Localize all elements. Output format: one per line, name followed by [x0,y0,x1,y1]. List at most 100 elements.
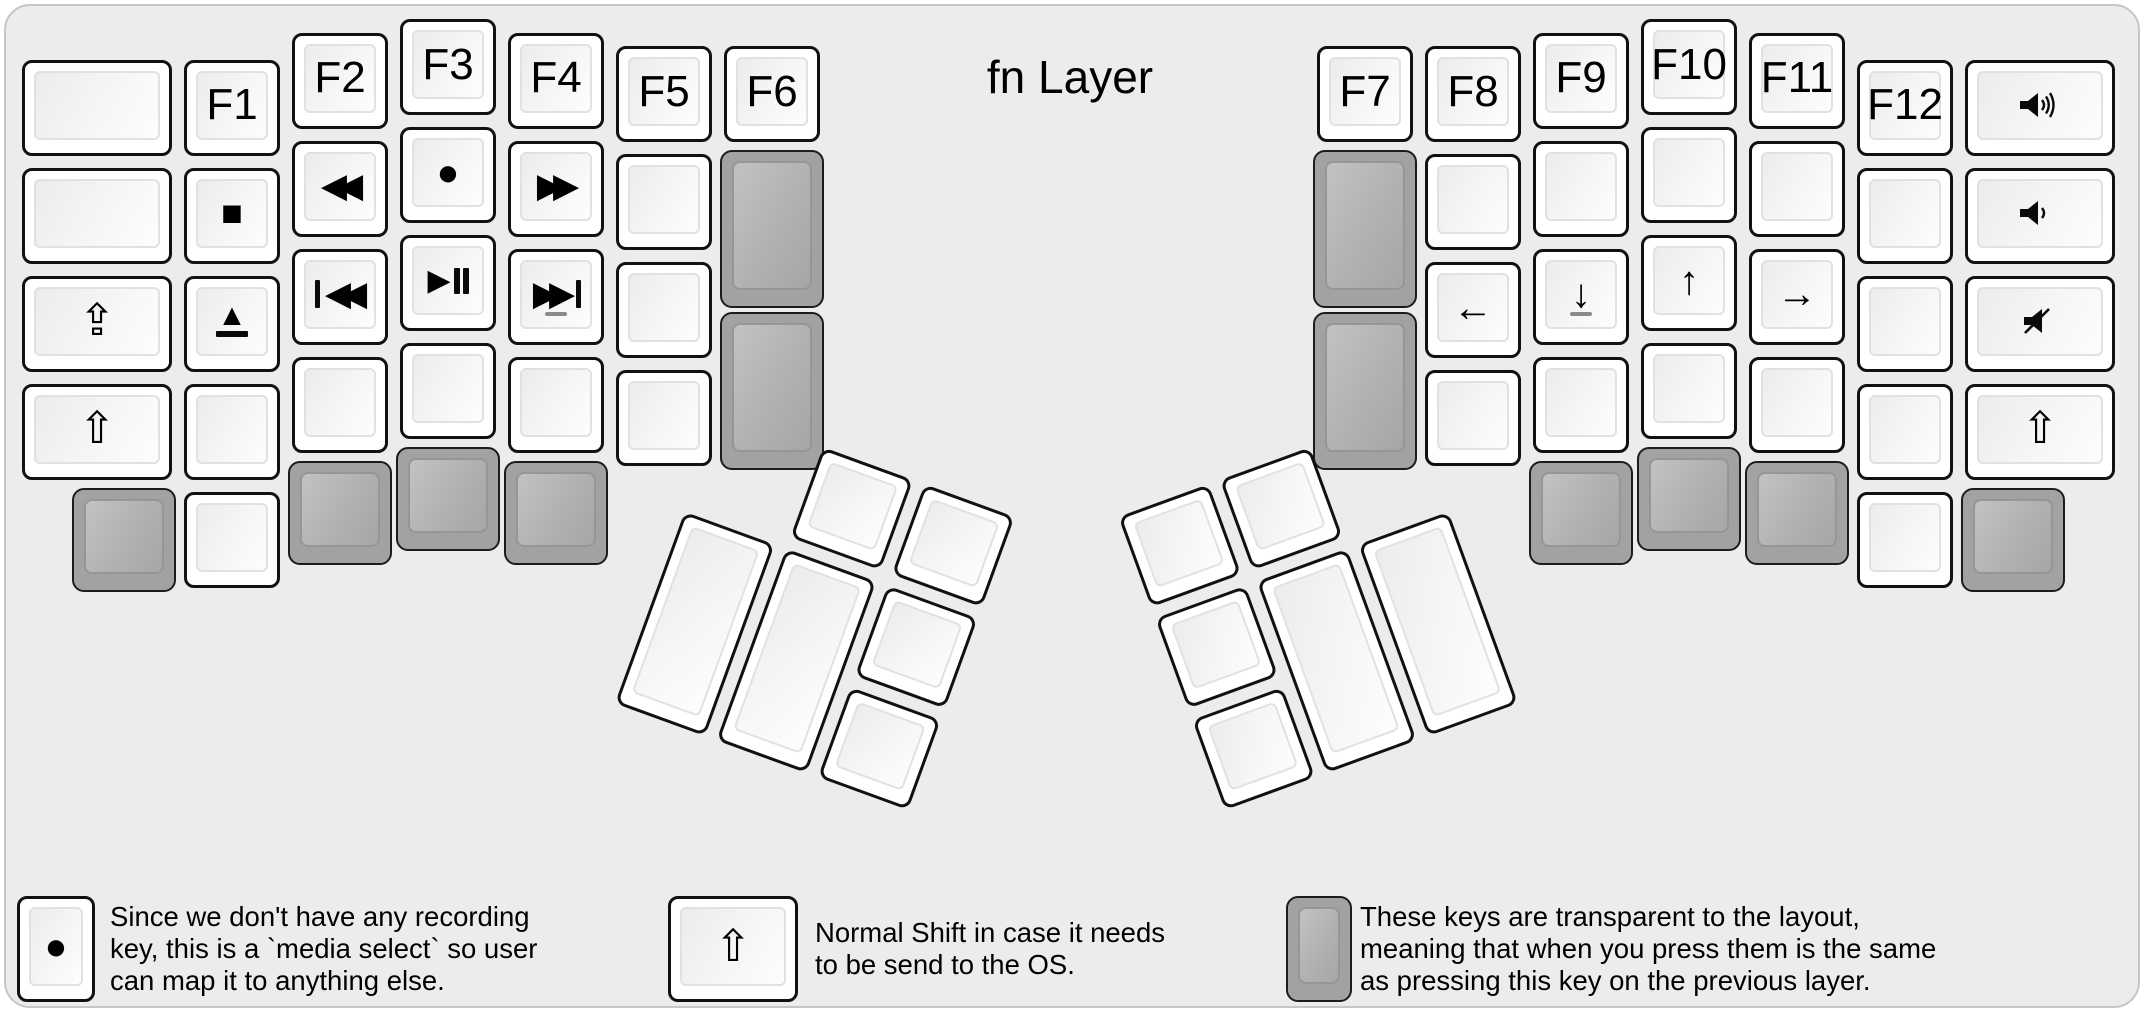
previous-track-icon: ◀◀ [314,277,367,311]
keycap [908,498,1000,588]
key-blank [1857,491,1953,588]
keycap: ▶ [412,246,484,315]
key-label: F9 [1555,53,1607,102]
legend-text-line: to be send to the OS. [815,949,1075,980]
key-f5: F5 [616,46,712,142]
keycap: ◀◀ [304,151,376,221]
key-volume-up [1965,59,2115,156]
keycap: F11 [1761,43,1833,113]
key-blank [22,167,172,264]
keycap: ← [1437,273,1509,342]
keycap: ↓ [1545,259,1617,329]
stop-icon: ■ [221,192,243,233]
keycap [1545,367,1617,437]
keycap [34,70,160,140]
key-transparent [1637,447,1741,551]
key-blank [1749,356,1845,453]
key-transparent [1313,312,1417,470]
key-f3: F3 [400,19,496,115]
key-transparent [1286,896,1352,1002]
key-volume-down [1965,167,2115,264]
key-shift: ⇧ [668,896,798,1002]
keycap: ⇪ [34,286,160,356]
eject-icon: ▲ [216,301,248,337]
key-f7: F7 [1317,46,1413,142]
keycap [628,381,700,450]
keycap [834,701,926,791]
keycap: F9 [1545,43,1617,113]
key-label: F8 [1447,66,1499,116]
bar-icon-part [314,280,320,308]
key-f9: F9 [1533,32,1629,129]
keycap [1541,471,1621,547]
bar-icon-part [462,267,469,294]
rewind-icon: ◀◀ [320,167,363,205]
keycap [1133,498,1225,588]
volume-down-icon [2020,201,2046,225]
keycap [1653,138,1725,207]
key-f6: F6 [724,46,820,142]
key-label: F1 [206,80,258,129]
keycap: F3 [412,30,484,99]
key-blank [616,262,712,358]
keycap [1973,498,2053,574]
arrow-left-icon: ← [1453,285,1493,330]
key-label: F6 [746,66,798,116]
record-icon: ● [436,151,460,194]
legend-text-line: These keys are transparent to the layout… [1360,901,1860,932]
key-blank [22,59,172,156]
caps-lock-icon: ⇪ [78,296,116,345]
keycap [1207,701,1299,791]
key-transparent [720,150,824,308]
keycap [1869,502,1941,572]
keycap: F2 [304,43,376,113]
fast-forward-icon: ▶▶ [536,167,579,205]
record-icon: ● [44,925,68,968]
key-blank [1641,343,1737,439]
key-label: F3 [422,39,474,89]
key-f10: F10 [1641,19,1737,115]
arrow-up-icon: ↑ [1679,258,1699,303]
key-f12: F12 [1857,59,1953,156]
key-blank [1425,154,1521,250]
legend-text-line: as pressing this key on the previous lay… [1360,965,1871,996]
legend-text-line: meaning that when you press them is the … [1360,933,1937,964]
key-label: F5 [638,66,690,116]
legend-item-3: These keys are transparent to the layout… [1286,896,1936,1002]
key-blank [292,356,388,453]
key-next-track: ▶▶ [508,248,604,345]
keycap: ● [412,138,484,207]
keycap [304,367,376,437]
keycap [806,461,899,552]
key-eject: ▲ [184,275,280,372]
homing-bar [1570,311,1592,316]
key-transparent [288,460,392,565]
key-transparent [504,460,608,565]
keycap [412,354,484,423]
keycap: ▶▶ [520,151,592,221]
key-transparent [72,487,176,592]
key-shift: ⇧ [22,383,172,480]
key-blank [1533,356,1629,453]
keycap [1437,165,1509,234]
keycap [1234,461,1327,552]
key-play-pause: ▶ [400,235,496,331]
keycap: F5 [628,57,700,126]
keycap [196,502,268,572]
keycap: ● [29,907,83,986]
keycap: F10 [1651,30,1727,99]
key-blank [1425,370,1521,466]
bar-icon-part [216,331,248,337]
legend-text-line: Since we don't have any recording [110,901,530,932]
keycap: ▶▶ [520,259,592,329]
keycap [1869,286,1941,356]
keycap: F8 [1437,57,1509,126]
key-blank [508,356,604,453]
key-arrow-up: ↑ [1641,235,1737,331]
volume-up-icon [2020,92,2055,118]
keycap: ▲ [196,286,268,356]
keycap: F4 [520,43,592,113]
key-label: F4 [530,53,582,102]
